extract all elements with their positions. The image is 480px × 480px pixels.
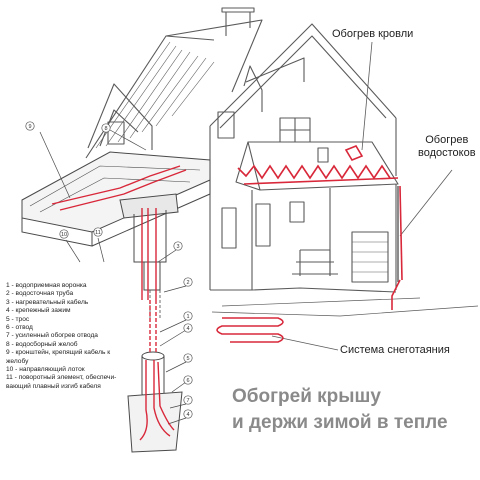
house-drawing: [85, 7, 479, 351]
legend-item: 2 - водосточная труба: [6, 290, 74, 298]
label-gutter-heating: Обогрев водостоков: [418, 134, 476, 160]
callout-number: 10: [61, 232, 67, 238]
legend-item: 10 - направляющий лоток: [6, 366, 85, 374]
callout-circle: [25, 121, 35, 131]
label-snow-melting: Система снеготаяния: [340, 344, 450, 356]
callout-number: 4: [186, 412, 189, 418]
callout-circle: [101, 123, 111, 133]
callout-circle: [183, 323, 193, 333]
legend-item: 4 - крепежный зажим: [6, 307, 71, 315]
legend-item: 6 - отвод: [6, 324, 33, 332]
callout-number: 8: [104, 126, 107, 132]
callout-number: 6: [186, 378, 189, 384]
legend-item: 5 - трос: [6, 315, 30, 323]
callout-numbers: 9 8 10 11 3 2 1 4 5 6 7 4: [25, 121, 193, 419]
callout-number: 1: [186, 314, 189, 320]
legend-item: вающий плавный изгиб кабеля: [6, 382, 101, 390]
callout-number: 9: [28, 124, 31, 130]
funnel-heating-cables: [51, 165, 187, 441]
callout-circle: [183, 353, 193, 363]
callout-circle: [59, 229, 69, 239]
legend-item: 7 - усиленный обогрев отвода: [6, 332, 98, 340]
callout-circle: [183, 311, 193, 321]
callout-circle: [173, 241, 183, 251]
legend-item: 9 - кронштейн, крепящий кабель к: [6, 349, 111, 357]
label-roof-heating: Обогрев кровли: [332, 28, 414, 40]
callout-number: 2: [186, 280, 189, 286]
legend-item: желобу: [6, 357, 29, 365]
callout-circle: [183, 395, 193, 405]
house-heating-cables: [216, 145, 403, 343]
slogan-line1: Обогрей крышу: [232, 386, 381, 407]
legend-item: 3 - нагревательный кабель: [6, 298, 89, 306]
callout-circle: [93, 227, 103, 237]
callout-circle: [183, 277, 193, 287]
label-gutter-heating-line1: Обогрев: [425, 134, 469, 146]
label-gutter-heating-line2: водостоков: [418, 147, 476, 159]
legend-item: 8 - водосборный желоб: [6, 340, 78, 348]
callout-circle: [183, 409, 193, 419]
slogan: Обогрей крышу и держи зимой в тепле: [232, 384, 468, 436]
legend-item: 1 - водоприемная воронка: [6, 282, 87, 289]
callout-number: 3: [176, 244, 179, 250]
callout-number: 11: [95, 230, 101, 236]
callout-number: 7: [186, 398, 189, 404]
legend-item: 11 - поворотный элемент, обеспечи-: [6, 374, 117, 382]
callout-number: 4: [186, 326, 189, 332]
slogan-line2: и держи зимой в тепле: [232, 412, 448, 433]
callout-number: 5: [186, 356, 189, 362]
callout-circle: [183, 375, 193, 385]
